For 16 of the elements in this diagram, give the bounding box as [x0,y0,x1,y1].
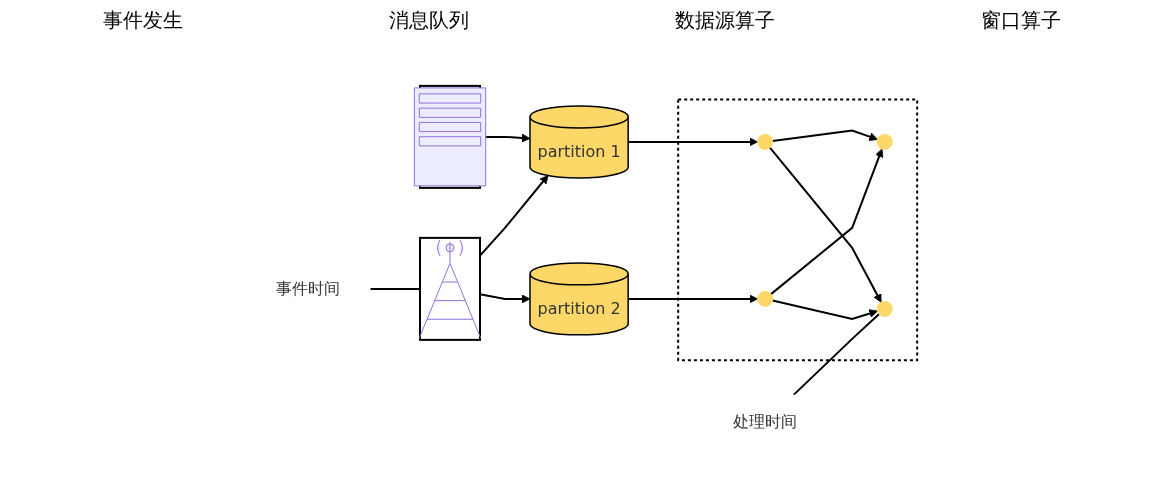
column-heading: 消息队列 [389,6,469,34]
node-circle [877,300,894,317]
node-circle [757,133,774,150]
column-heading: 事件发生 [103,6,183,34]
node-text: 处理时间 [733,412,798,432]
arrow [772,129,879,142]
column-heading: 窗口算子 [981,6,1061,34]
node-text: 事件时间 [276,278,341,298]
column-heading: 数据源算子 [675,6,775,34]
cluster [677,98,919,362]
arrow [627,137,759,147]
arrow [627,294,759,304]
node-circle [757,290,774,307]
connector [792,312,881,397]
node-circle [877,133,894,150]
arrow [771,299,879,320]
